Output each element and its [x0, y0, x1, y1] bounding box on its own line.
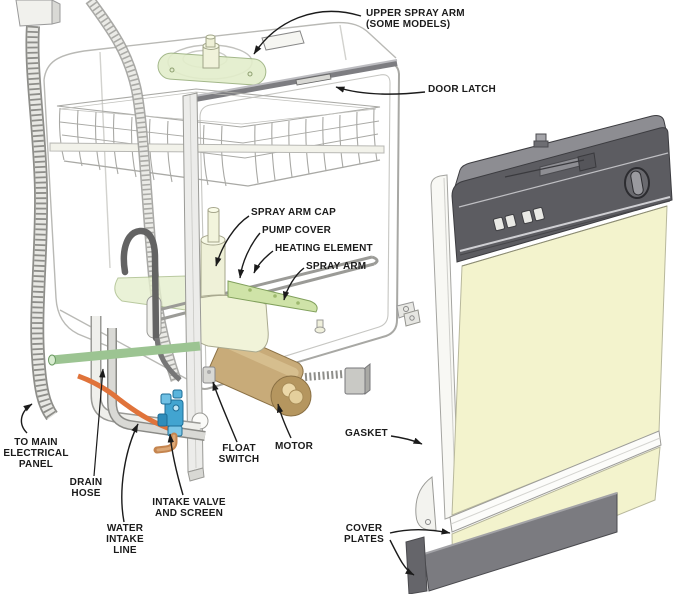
- door-panel: [451, 205, 668, 516]
- label-water-intake-line: WATER INTAKE LINE: [106, 523, 144, 556]
- float-switch: [202, 366, 216, 384]
- label-heating-element: HEATING ELEMENT: [275, 243, 373, 254]
- timer-dial: [624, 167, 650, 199]
- pump-tower: [200, 207, 226, 299]
- drain-hose-tube: [48, 341, 201, 366]
- label-gasket: GASKET: [345, 428, 388, 439]
- upper-spray-arm-plate: [157, 34, 267, 86]
- label-cover-plates: COVER PLATES: [344, 523, 384, 545]
- control-buttons: [492, 206, 545, 232]
- rack-rail: [49, 142, 385, 154]
- label-intake-valve-and-screen: INTAKE VALVE AND SCREEN: [152, 497, 226, 519]
- electrical-conduit: [15, 0, 61, 421]
- drain-hose-loop: [120, 227, 182, 382]
- door-hinge-arm: [403, 309, 437, 531]
- spray-arm: [227, 280, 318, 313]
- door-trim: [449, 430, 662, 533]
- label-drain-hose: DRAIN HOSE: [69, 477, 103, 499]
- kick-plate: [405, 492, 618, 594]
- control-panel: [451, 115, 673, 263]
- door-latch-handle: [504, 133, 597, 178]
- label-upper-spray-arm: UPPER SPRAY ARM (SOME MODELS): [366, 8, 465, 30]
- door-hinge-frame: [90, 316, 206, 441]
- motor-conduit: [304, 362, 371, 396]
- label-to-main-electrical-panel: TO MAIN ELECTRICAL PANEL: [3, 437, 69, 470]
- door-latch-bar: [194, 30, 398, 102]
- label-pump-cover: PUMP COVER: [262, 225, 332, 236]
- label-door-latch: DOOR LATCH: [428, 84, 496, 95]
- pump-plate-ghost: [114, 275, 187, 311]
- label-spray-arm: SPRAY ARM: [306, 261, 367, 272]
- label-motor: MOTOR: [275, 441, 314, 452]
- leader-arrows: [20, 10, 451, 576]
- label-float-switch: FLOAT SWITCH: [218, 443, 260, 465]
- label-spray-arm-cap: SPRAY ARM CAP: [251, 207, 337, 218]
